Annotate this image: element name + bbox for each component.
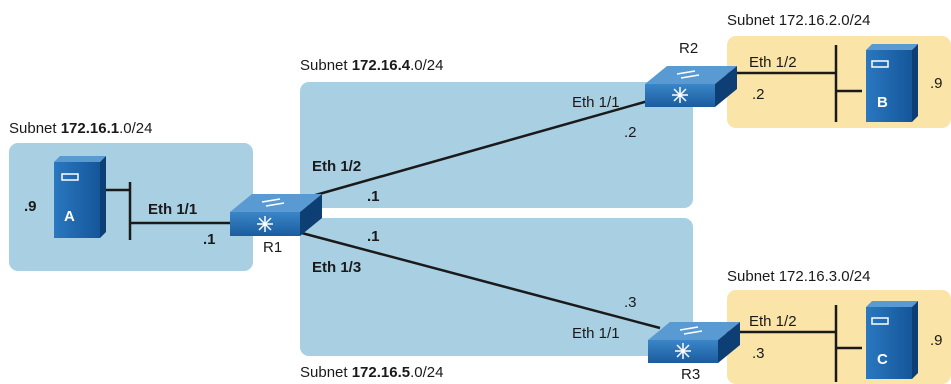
- subnet-label-wan-r1-r2: Subnet 172.16.4.0/24: [300, 57, 444, 74]
- zone-wan-r1-r3: [300, 218, 693, 356]
- router-r1-icon: [230, 194, 322, 236]
- r1-eth13-name: Eth 1/3: [312, 259, 362, 276]
- r1-eth12-ip: .1: [367, 188, 380, 205]
- host-c-id: .9: [930, 332, 943, 349]
- server-c-letter: C: [877, 351, 888, 368]
- subnet-label-lan-c: Subnet 172.16.3.0/24: [727, 268, 871, 285]
- r2-eth12-ip: .2: [752, 86, 765, 103]
- router-r1-name: R1: [263, 239, 283, 256]
- router-r2-name: R2: [679, 40, 699, 57]
- host-b-id: .9: [930, 75, 943, 92]
- server-a-icon: A: [54, 156, 106, 238]
- r1-eth12-name: Eth 1/2: [312, 158, 362, 175]
- router-r2-icon: [645, 66, 737, 107]
- server-a-letter: A: [64, 208, 75, 225]
- r3-eth11-ip: .3: [624, 294, 637, 311]
- r2-eth12-name: Eth 1/2: [749, 54, 797, 71]
- r3-eth11-name: Eth 1/1: [572, 325, 620, 342]
- r2-eth11-name: Eth 1/1: [572, 94, 620, 111]
- subnet-label-lan-b: Subnet 172.16.2.0/24: [727, 12, 871, 29]
- server-b-icon: B: [866, 44, 918, 122]
- r3-eth12-ip: .3: [752, 345, 765, 362]
- router-r3-icon: [648, 322, 740, 363]
- link-r1-r2: [297, 97, 656, 202]
- server-c-icon: C: [866, 301, 918, 379]
- r2-eth11-ip: .2: [624, 124, 637, 141]
- r3-eth12-name: Eth 1/2: [749, 313, 797, 330]
- subnet-label-wan-r1-r3: Subnet 172.16.5.0/24: [300, 364, 444, 381]
- r1-eth11-name: Eth 1/1: [148, 201, 198, 218]
- server-b-letter: B: [877, 94, 888, 111]
- r1-eth11-ip: .1: [203, 231, 216, 248]
- host-a-id: .9: [24, 198, 37, 215]
- link-r1-r3: [297, 230, 661, 330]
- router-r3-name: R3: [681, 366, 701, 383]
- subnet-label-lan-a: Subnet 172.16.1.0/24: [9, 120, 153, 137]
- r1-eth13-ip: .1: [367, 228, 380, 245]
